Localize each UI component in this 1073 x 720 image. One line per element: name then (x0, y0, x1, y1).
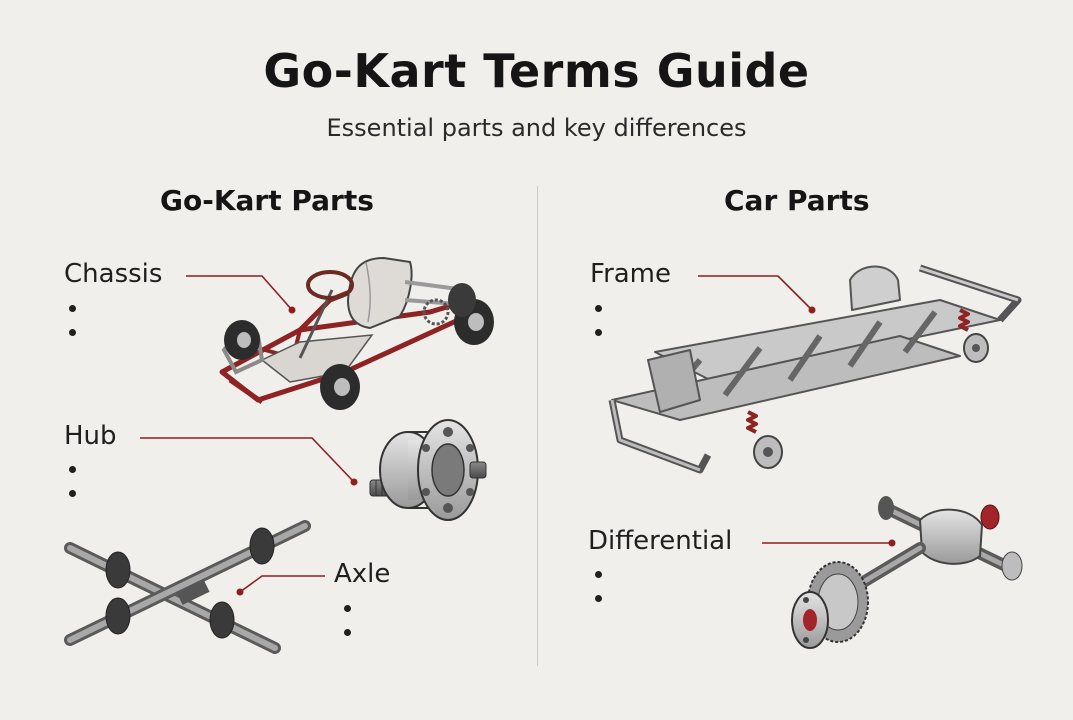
term-axle: Axle (334, 559, 391, 589)
axle-illustration (64, 520, 311, 654)
column-divider (537, 186, 538, 666)
car-parts-heading: Car Parts (724, 184, 870, 217)
frame-bullets (595, 305, 615, 353)
bullet (69, 329, 76, 336)
term-frame: Frame (590, 259, 672, 289)
bullet (595, 595, 602, 602)
term-differential: Differential (588, 526, 733, 556)
leader-lines (140, 275, 892, 593)
hub-illustration (369, 419, 487, 521)
leader-dots (236, 306, 896, 596)
go-kart-chassis-illustration (219, 256, 494, 410)
bullet (344, 629, 351, 636)
bullet (69, 490, 76, 497)
axle-bullets (344, 605, 364, 653)
page-title: Go-Kart Terms Guide (263, 44, 810, 98)
term-hub: Hub (64, 421, 117, 451)
bullet (69, 305, 76, 312)
bullet (595, 329, 602, 336)
bullet (595, 305, 602, 312)
car-frame-illustration (608, 264, 1022, 474)
chassis-bullets (69, 305, 89, 353)
bullet (344, 605, 351, 612)
page-subtitle: Essential parts and key differences (326, 114, 747, 142)
hub-bullets (69, 466, 89, 514)
term-chassis: Chassis (64, 259, 163, 289)
go-kart-parts-heading: Go-Kart Parts (160, 184, 374, 217)
differential-bullets (595, 571, 615, 619)
differential-illustration (791, 496, 1023, 649)
bullet (595, 571, 602, 578)
bullet (69, 466, 76, 473)
